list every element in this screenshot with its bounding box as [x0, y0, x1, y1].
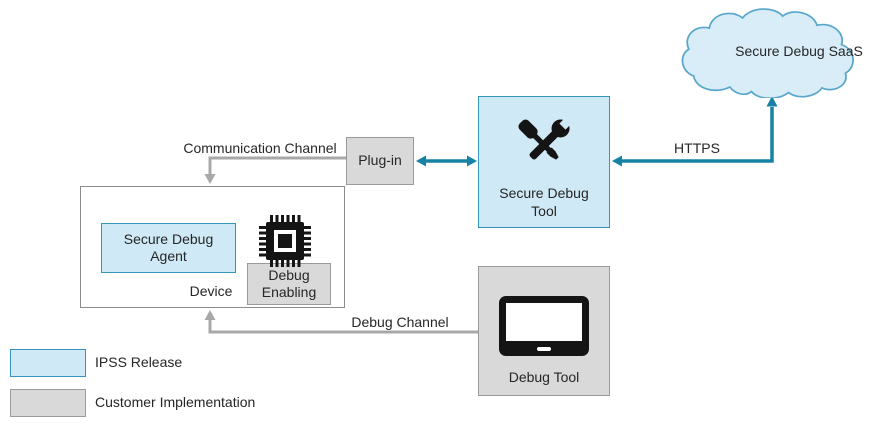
debug-tool-label: Debug Tool [508, 369, 580, 385]
plugin-label: Plug-in [358, 152, 402, 169]
chip-icon [259, 215, 311, 267]
https-arrowhead-cloud [766, 96, 778, 107]
cloud-icon [681, 8, 854, 100]
tablet-icon [499, 296, 589, 356]
debug-channel-arrowhead [204, 310, 216, 320]
secure-debug-tool-label: Secure Debug Tool [499, 185, 589, 219]
secure-debug-agent-label: Secure Debug Agent [123, 230, 214, 265]
legend-label-ipss: IPSS Release [95, 354, 183, 371]
legend-swatch-customer [10, 389, 86, 417]
debug-channel-label: Debug Channel [351, 314, 449, 330]
saas-cloud: Secure Debug SaaS [678, 6, 864, 100]
debug-tool-box: Debug Tool [478, 266, 610, 396]
debug-channel-line [208, 319, 478, 334]
legend-swatch-ipss [10, 349, 86, 377]
https-label: HTTPS [674, 140, 720, 156]
communication-channel-arrowhead [204, 174, 216, 184]
https-arrowhead-tool [612, 155, 622, 167]
communication-channel-label: Communication Channel [183, 140, 337, 156]
secure-debug-tool-box: Secure Debug Tool [478, 96, 610, 228]
legend-label-customer: Customer Implementation [95, 394, 256, 411]
device-label: Device [189, 283, 233, 299]
communication-channel-line [208, 156, 346, 175]
debug-enabling-label: Debug Enabling [261, 266, 317, 301]
device-box: Secure Debug Agent Debug Enabling Device [80, 186, 345, 308]
plugin-tool-arrowhead-right [467, 155, 477, 167]
plugin-tool-arrowhead-left [416, 155, 426, 167]
plugin-box: Plug-in [346, 137, 414, 185]
saas-cloud-label: Secure Debug SaaS [735, 43, 863, 60]
debug-enabling-box: Debug Enabling [247, 263, 331, 305]
tools-icon [518, 116, 573, 160]
secure-debug-agent-box: Secure Debug Agent [101, 223, 236, 273]
https-arrow-line [621, 107, 774, 163]
